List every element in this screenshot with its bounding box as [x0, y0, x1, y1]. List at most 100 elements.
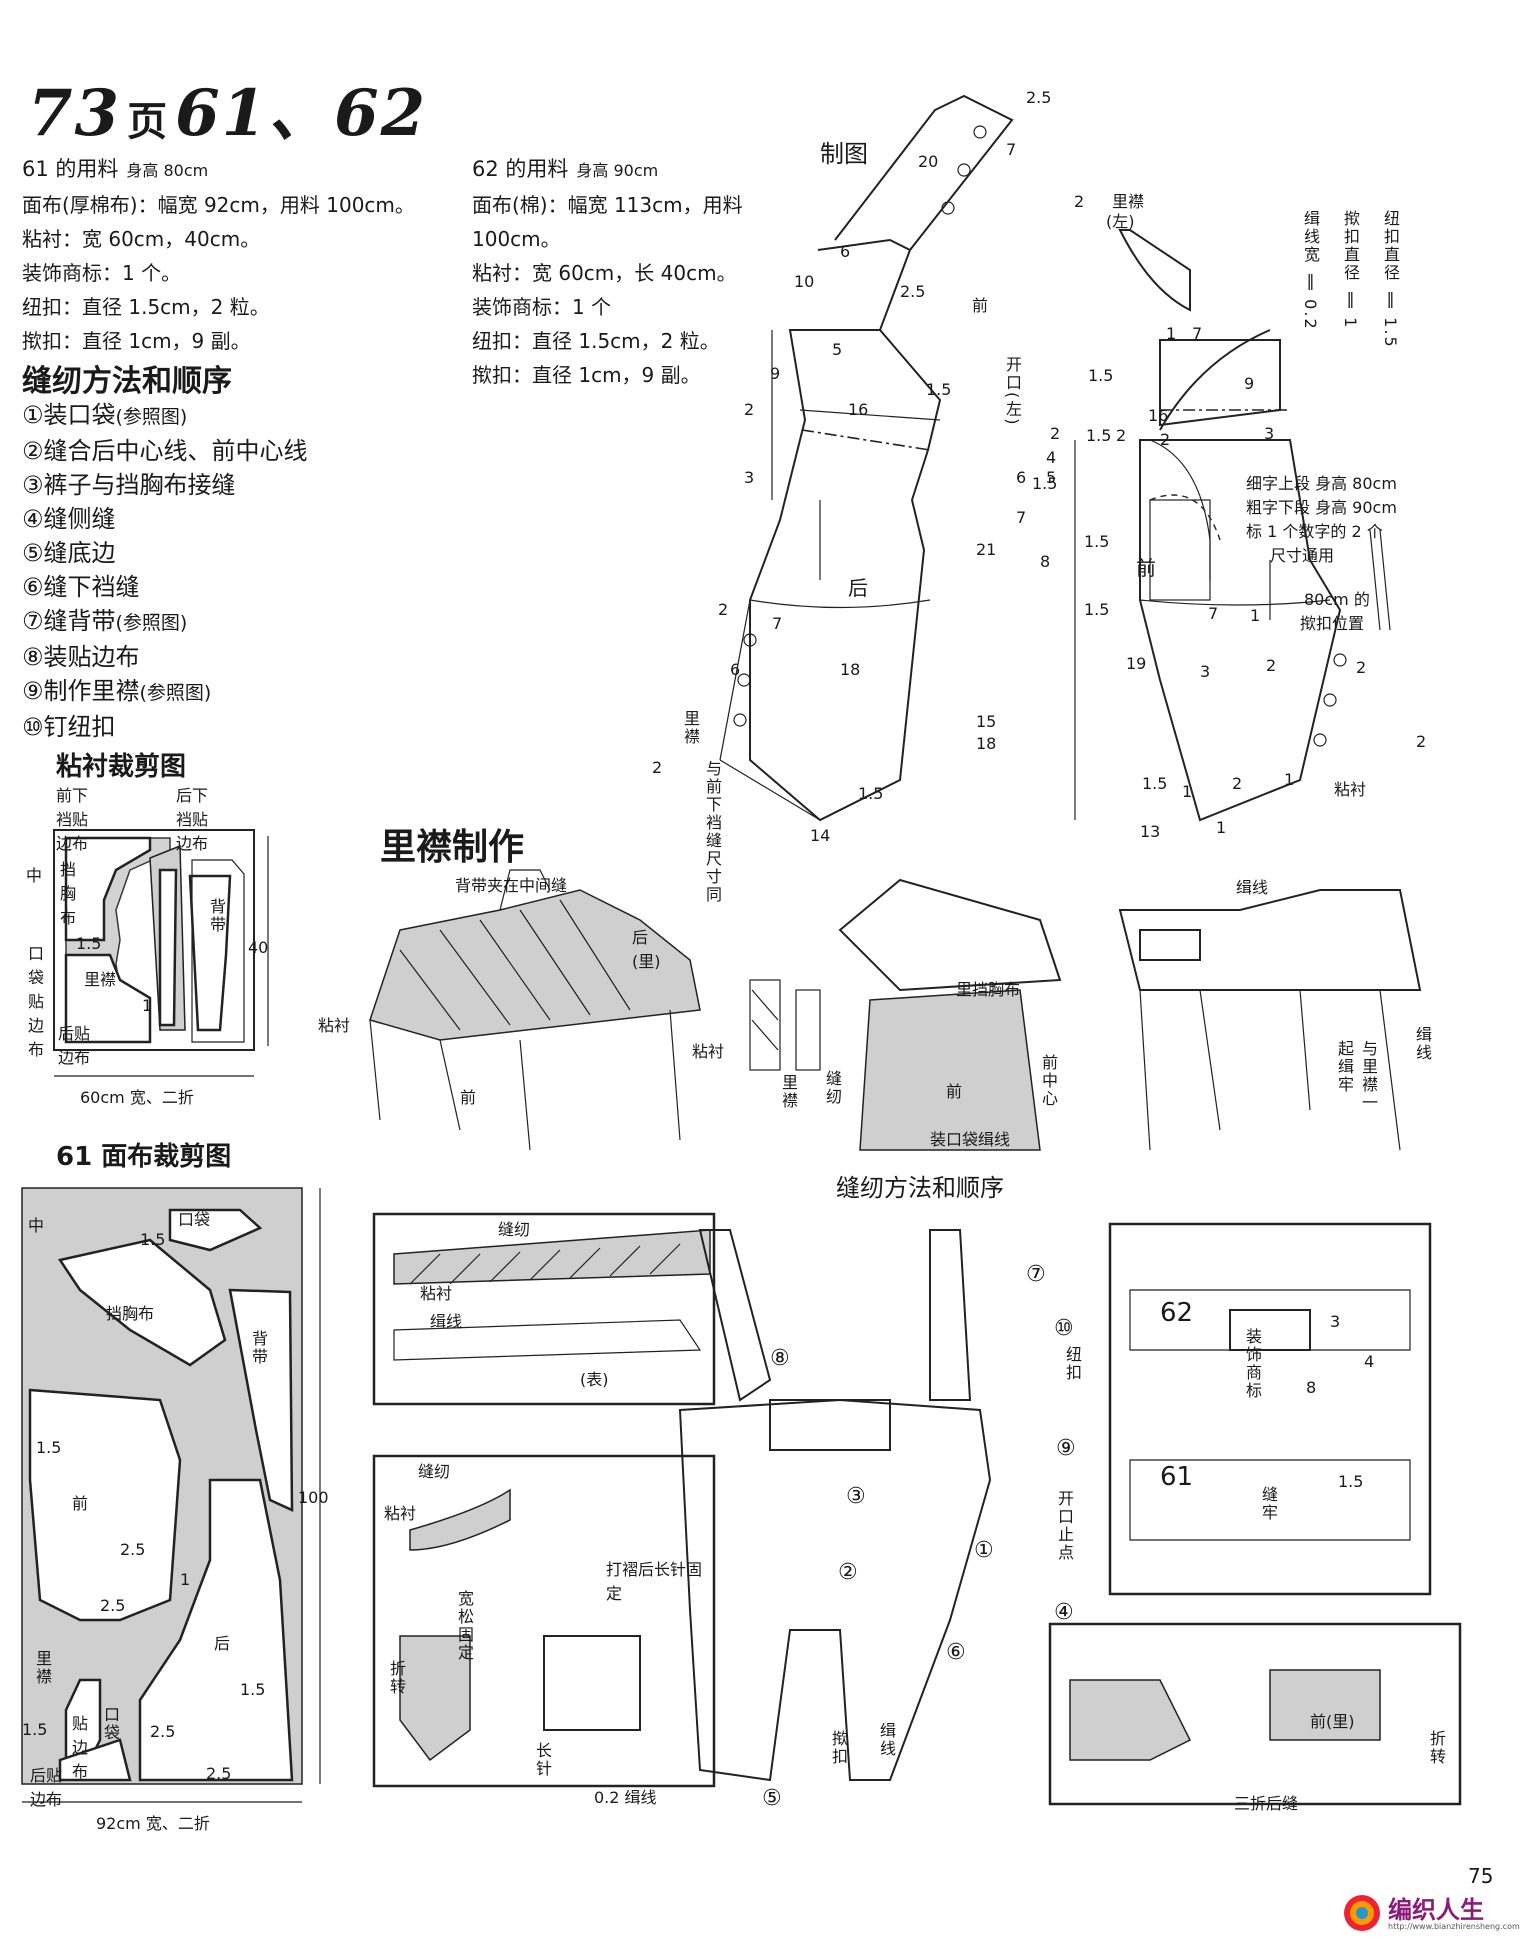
- draft-label: 1: [1284, 770, 1295, 789]
- draft-label: 19: [1126, 654, 1147, 673]
- fabric-label-placket: 里襟: [33, 1650, 52, 1686]
- label-front-crotch: 前下裆贴边布: [56, 786, 89, 853]
- draft-label: 2: [744, 400, 755, 419]
- draft-label: 1.5: [1142, 774, 1168, 793]
- sewing-label: 粘衬: [420, 1284, 453, 1303]
- draft-label: 1.5: [1088, 366, 1114, 385]
- label-strap: 背带: [207, 898, 226, 934]
- placket-diagram: [369, 869, 1422, 1151]
- sewing-step: ⑨制作里襟(参照图): [22, 677, 212, 705]
- draft-label: 2: [1232, 774, 1243, 793]
- placket-label: 前: [946, 1082, 963, 1101]
- draft-label: 揿扣直径 ‖ 1: [1341, 210, 1360, 330]
- sewing-label: 揿扣: [829, 1730, 848, 1766]
- draft-label: 1.5: [1032, 474, 1058, 493]
- label-back-crotch: 后下裆贴边布: [176, 786, 209, 853]
- draft-label: 20: [918, 152, 939, 171]
- draft-label: 6: [730, 660, 741, 679]
- sewing-label: 4: [1364, 1352, 1375, 1371]
- logo-url: http://www.bianzhirensheng.com: [1388, 1922, 1520, 1931]
- draft-label: 6: [840, 242, 851, 261]
- fabric-label-pocket2: 口袋: [101, 1706, 120, 1742]
- sewing-label: ⑧: [770, 1346, 790, 1371]
- sewing-diagram: [372, 1212, 1462, 1806]
- draft-label: 1: [1216, 818, 1227, 837]
- fabric-label-back: 后: [214, 1634, 231, 1653]
- draft-label: 5: [832, 340, 843, 359]
- placket-label: 后(里): [632, 928, 661, 971]
- draft-label: (左): [1106, 212, 1135, 231]
- fabric-label-1.5: 1.5: [140, 1230, 166, 1249]
- sewing-label: 宽松固定: [455, 1590, 474, 1662]
- draft-label: 3: [1264, 424, 1275, 443]
- sewing-label: 62: [1160, 1298, 1194, 1328]
- draft-label: 18: [976, 734, 997, 753]
- sewing-label: 缉线: [877, 1722, 896, 1758]
- sewing-label: 纽扣: [1063, 1346, 1082, 1382]
- draft-label: 14: [810, 826, 831, 845]
- draft-label: 7: [1016, 508, 1027, 527]
- sewing-label: 61: [1160, 1462, 1194, 1492]
- placket-label: 背带夹在中间缝: [455, 876, 568, 895]
- draft-label: 18: [840, 660, 861, 679]
- materials-62-line: 100cm。: [472, 227, 561, 251]
- sewing-step: ⑥缝下裆缝: [22, 573, 140, 601]
- sewing-steps: ①装口袋(参照图) ②缝合后中心线、前中心线 ③裤子与挡胸布接缝 ④缝侧缝 ⑤缝…: [22, 398, 308, 744]
- sewing-label: ③: [846, 1484, 866, 1509]
- placket-label: 起缉牢: [1335, 1040, 1354, 1094]
- fabric-layout-diagram: [21, 1187, 321, 1803]
- draft-label: 7: [772, 614, 783, 633]
- sewing-label: 三折后缝: [1234, 1794, 1299, 1813]
- sewing-label: 缉线: [430, 1312, 463, 1331]
- fabric-label-facing: 贴边布: [72, 1714, 89, 1781]
- materials-62-size: 身高 90cm: [576, 161, 659, 180]
- sewing-label: ⑤: [762, 1786, 782, 1811]
- sewing-label: (表): [580, 1370, 609, 1389]
- draft-label: 2: [1050, 424, 1061, 443]
- sewing-label: 8: [1306, 1378, 1317, 1397]
- draft-title: 制图: [820, 140, 868, 168]
- fabric-label-2.5c: 2.5: [150, 1722, 176, 1741]
- sewing-label: 折转: [387, 1660, 406, 1696]
- sewing-step: ①装口袋(参照图): [22, 401, 188, 429]
- sewing-label: 折转: [1427, 1730, 1446, 1766]
- draft-label: 2.5: [900, 282, 926, 301]
- draft-label: 8: [1040, 552, 1051, 571]
- fabric-label-1.5d: 1.5: [22, 1720, 48, 1739]
- fabric-label-back-facing: 后贴边布: [30, 1766, 63, 1809]
- sewing-label: ⑩: [1054, 1316, 1074, 1341]
- draft-label: 1: [1250, 606, 1261, 625]
- interfacing-layout-title: 粘衬裁剪图: [56, 752, 187, 782]
- fabric-label-pocket: 口袋: [178, 1210, 211, 1229]
- draft-label: 2: [652, 758, 663, 777]
- materials-61-title: 61 的用料: [22, 157, 119, 181]
- materials-62-line: 粘衬：宽 60cm，长 40cm。: [472, 261, 737, 285]
- draft-label: 5: [1046, 468, 1057, 487]
- materials-61-line: 装饰商标：1 个。: [22, 261, 182, 285]
- draft-label: 9: [1244, 374, 1255, 393]
- draft-label: 16: [1148, 406, 1169, 425]
- draft-label: 2: [1266, 656, 1277, 675]
- sewing-step: ⑤缝底边: [22, 539, 116, 567]
- draft-label: 2: [1116, 426, 1127, 445]
- draft-label: 尺寸通用: [1270, 546, 1335, 565]
- draft-label: 1.5: [1084, 600, 1110, 619]
- site-logo[interactable]: 编织人生 http://www.bianzhirensheng.com: [1340, 1886, 1520, 1940]
- fabric-label-2.5d: 2.5: [206, 1764, 232, 1783]
- materials-61-line: 纽扣：直径 1.5cm，2 粒。: [22, 295, 270, 319]
- placket-label: 里襟: [779, 1074, 798, 1110]
- draft-label: 1: [1182, 782, 1193, 801]
- placket-label: 缉线: [1236, 878, 1269, 897]
- label-back-facing: 后贴边布: [58, 1024, 91, 1067]
- sewing-label: ⑥: [946, 1640, 966, 1665]
- draft-label: 2: [1356, 658, 1367, 677]
- label-placket: 里襟: [84, 970, 117, 989]
- sewing-step: ⑧装贴边布: [22, 643, 140, 671]
- materials-61-line: 粘衬：宽 60cm，40cm。: [22, 227, 261, 251]
- placket-label: 前中心: [1039, 1054, 1058, 1108]
- sewing-label: 3: [1330, 1312, 1341, 1331]
- draft-label: 15: [976, 712, 997, 731]
- draft-label: 7: [1006, 140, 1017, 159]
- sewing-label: 长针: [533, 1742, 552, 1778]
- sewing-label: 缝牢: [1259, 1486, 1278, 1522]
